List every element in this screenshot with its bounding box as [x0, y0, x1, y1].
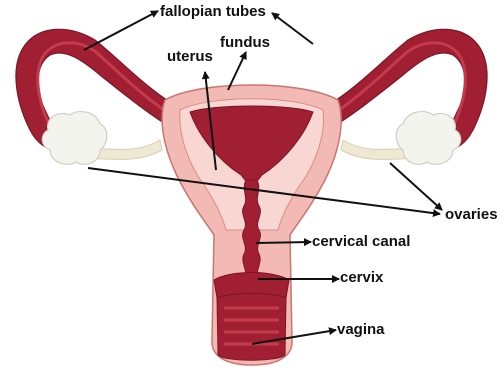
vagina-shape [217, 294, 286, 361]
arrow-icon [228, 52, 246, 90]
arrow-icon [84, 11, 158, 50]
label-ovaries: ovaries [445, 207, 498, 222]
arrow-icon [272, 13, 313, 44]
label-fundus: fundus [220, 35, 270, 50]
right-ovary [396, 112, 461, 165]
label-uterus: uterus [167, 49, 213, 64]
label-vagina: vagina [337, 322, 385, 337]
label-fallopian-tubes: fallopian tubes [160, 4, 266, 19]
label-cervix: cervix [340, 270, 383, 285]
left-ovary [42, 112, 107, 165]
arrow-icon [390, 163, 442, 210]
cervical-canal-shape [243, 180, 261, 278]
arrow-icon [256, 242, 311, 243]
label-cervical-canal: cervical canal [312, 234, 410, 249]
